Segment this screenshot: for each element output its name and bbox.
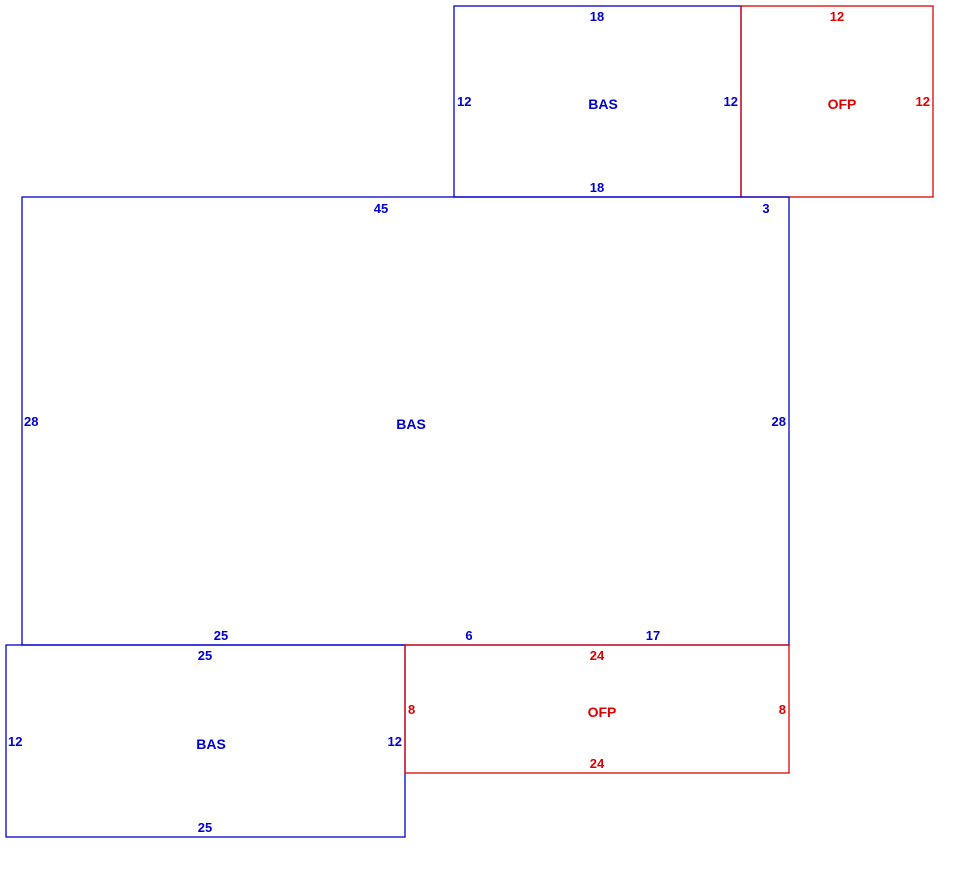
bas-bottom-dim-top: 25 [198, 648, 212, 663]
bas-top-dim-left: 12 [457, 94, 471, 109]
bas-main-dim-right: 28 [772, 414, 786, 429]
bas-main-dim-top: 45 [374, 201, 388, 216]
bas-bottom-area-label: BAS [196, 736, 226, 752]
bas-top-dim-bottom: 18 [590, 180, 604, 195]
ofp-bottom-dim-top: 24 [590, 648, 605, 663]
bas-bottom-dim-right: 12 [388, 734, 402, 749]
bas-main-dim-left: 28 [24, 414, 38, 429]
bas-main-dim-top-right: 3 [762, 201, 769, 216]
bas-main-dim-bottom-mid: 6 [465, 628, 472, 643]
ofp-bottom-dim-bottom: 24 [590, 756, 605, 771]
bas-bottom-dim-bottom: 25 [198, 820, 212, 835]
ofp-top-outline [740, 5, 934, 198]
bas-top-dim-top: 18 [590, 9, 604, 24]
bas-main-dim-bottom-left: 25 [214, 628, 228, 643]
ofp-top-dim-top: 12 [830, 9, 844, 24]
ofp-bottom-area-label: OFP [588, 704, 617, 720]
ofp-bottom-outline [404, 644, 790, 774]
bas-top-dim-right: 12 [724, 94, 738, 109]
ofp-top-dim-right: 12 [916, 94, 930, 109]
bas-top-area-label: BAS [588, 96, 618, 112]
ofp-bottom-dim-right: 8 [779, 702, 786, 717]
ofp-bottom-dim-left: 8 [408, 702, 415, 717]
ofp-top-area-label: OFP [828, 96, 857, 112]
bas-main-area-label: BAS [396, 416, 426, 432]
bas-main-dim-bottom-right: 17 [646, 628, 660, 643]
bas-bottom-dim-left: 12 [8, 734, 22, 749]
